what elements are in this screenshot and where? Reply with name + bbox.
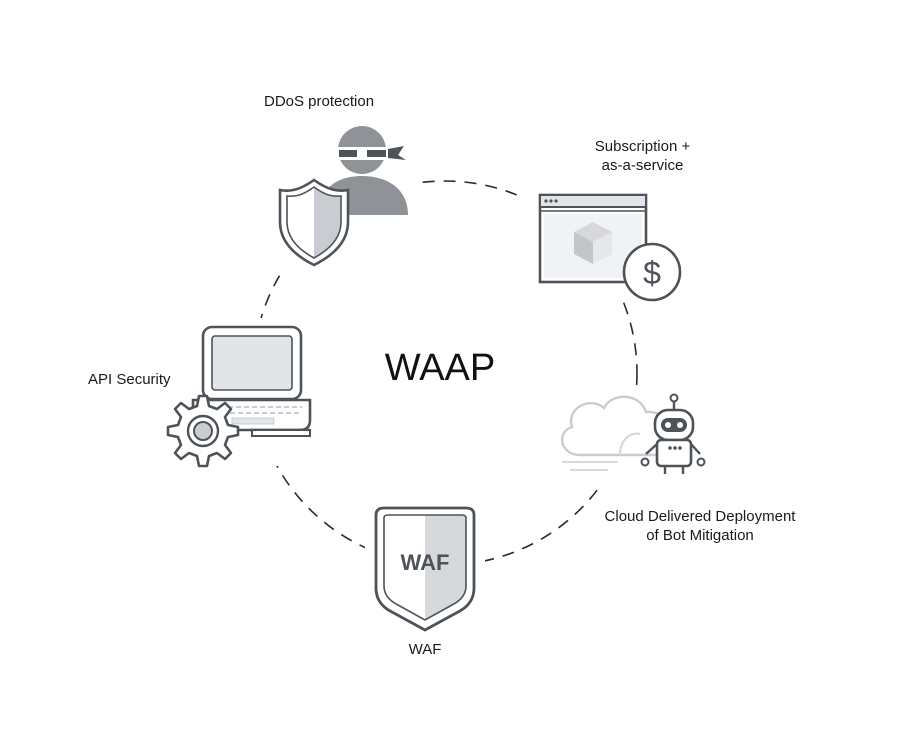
waf-shield-icon: WAF	[374, 506, 476, 632]
bot-mitigation-label: Cloud Delivered Deployment of Bot Mitiga…	[590, 507, 810, 545]
waf-badge-text: WAF	[401, 550, 450, 575]
bot-label-line2: of Bot Mitigation	[646, 527, 754, 544]
bot-label-line1: Cloud Delivered Deployment	[604, 508, 796, 525]
ddos-label: DDoS protection	[264, 93, 375, 110]
svg-text:$: $	[643, 255, 661, 291]
subscription-label-line1: Subscription +	[594, 138, 691, 155]
center-title: WAAP	[384, 347, 496, 389]
shield-thief-icon	[278, 126, 408, 267]
api-security-label: API Security	[88, 371, 171, 388]
cloud-robot-icon	[561, 393, 706, 474]
subscription-label: Subscription + as-a-service	[580, 137, 705, 175]
browser-dollar-icon: $	[538, 193, 682, 302]
waf-label: WAF	[408, 641, 442, 658]
laptop-gear-icon	[166, 325, 312, 468]
subscription-label-line2: as-a-service	[601, 157, 684, 174]
